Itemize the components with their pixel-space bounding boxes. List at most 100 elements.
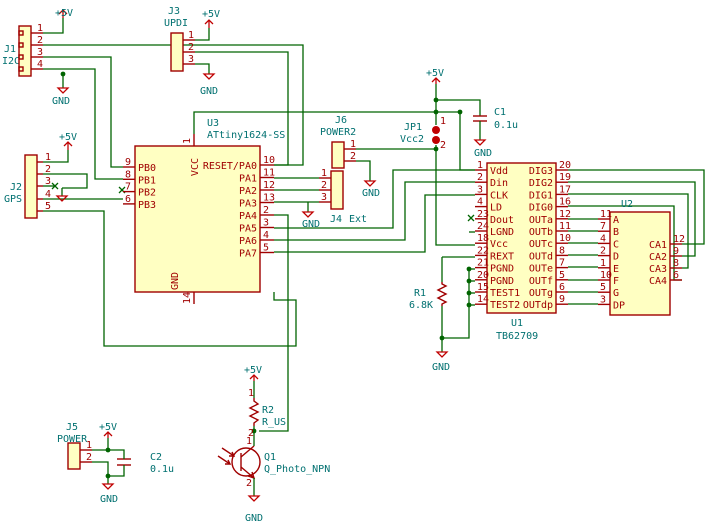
u1-left-pin-num-4: 23: [477, 209, 489, 220]
u3-left-pin-num-2: 7: [125, 182, 131, 193]
u1-left-pin-label-11: TEST2: [490, 300, 520, 311]
u1-right-pin-num-9: 5: [559, 270, 565, 281]
u1-left-pin-label-6: Vcc: [490, 239, 508, 250]
svg-text:+5V: +5V: [55, 8, 73, 19]
capacitor-c1: C1 0.1u: [473, 107, 518, 131]
u1-right-pin-label-10: OUTg: [529, 288, 553, 299]
u1-right-pin-label-1: DIG2: [529, 178, 553, 189]
u1-left-pin-num-8: 21: [477, 258, 489, 269]
gnd-symbol-j3: GND: [200, 73, 218, 97]
svg-text:J3: J3: [168, 6, 180, 17]
u1-left-pin-num-5: 24: [477, 221, 489, 232]
u3-right-pin-num-7: 5: [263, 243, 269, 254]
u1-left-pin-label-2: CLK: [490, 190, 508, 201]
u3-right-pin-num-5: 3: [263, 218, 269, 229]
svg-text:6.8K: 6.8K: [409, 300, 433, 311]
power-symbols: +5V +5V +5V +5V +5V +5V GND GND: [52, 8, 492, 524]
svg-text:4: 4: [37, 59, 43, 70]
svg-text:R_US: R_US: [262, 417, 286, 428]
svg-text:ATtiny1624-SS: ATtiny1624-SS: [207, 130, 285, 141]
u3-right-pin-label-1: PA1: [239, 174, 257, 185]
u2-left-pin-label-5: F: [613, 276, 619, 287]
u2-left-pin-num-5: 10: [600, 270, 612, 281]
u3-body: [134, 145, 261, 293]
u1-right-pin-num-0: 20: [559, 160, 571, 171]
ic-u3: U3 ATtiny1624-SS VCC 1 GND 14 9PB08PB17P…: [123, 118, 285, 304]
connector-j6: J6 POWER2 1 2: [320, 115, 356, 169]
svg-text:TB62709: TB62709: [496, 331, 538, 342]
u1-left-pin-num-11: 14: [477, 294, 489, 305]
svg-text:14: 14: [182, 292, 193, 304]
u1-right-pin-label-11: OUTdp: [523, 300, 553, 311]
u3-left-pin-num-3: 6: [125, 194, 131, 205]
u1-body: [486, 162, 557, 314]
vcc-symbol-u1: +5V: [426, 68, 444, 84]
u2-left-pin-num-3: 2: [600, 246, 606, 257]
u1-right-pin-num-6: 10: [559, 233, 571, 244]
u1-right-pin-label-0: DIG3: [529, 166, 553, 177]
svg-text:2: 2: [45, 164, 51, 175]
svg-text:+5V: +5V: [202, 9, 220, 20]
u2-left-pin-label-1: B: [613, 227, 619, 238]
svg-text:GND: GND: [170, 272, 181, 290]
u3-right-pin-num-4: 2: [263, 205, 269, 216]
u3-left-pin-num-1: 8: [125, 169, 131, 180]
vcc-symbol-j1: +5V: [55, 8, 73, 19]
svg-text:2: 2: [86, 452, 92, 463]
svg-text:I2C: I2C: [2, 56, 20, 67]
u1-left-pin-label-5: LGND: [490, 227, 514, 238]
u3-right-pin-num-0: 10: [263, 155, 275, 166]
gnd-symbol-j5: GND: [100, 483, 118, 505]
u2-left-pin-label-0: A: [613, 215, 619, 226]
resistor-r1: R1 6.8K: [409, 282, 448, 311]
u1-right-pin-num-2: 17: [559, 184, 571, 195]
u3-right-pin-label-6: PA6: [239, 236, 257, 247]
connector-j5: J5 POWER 1 2: [57, 422, 92, 470]
u2-right-pin-num-1: 9: [673, 246, 679, 257]
u1-right-pin-label-7: OUTd: [529, 251, 553, 262]
u2-left-pin-num-4: 1: [600, 258, 606, 269]
u2-left-pin-label-3: D: [613, 252, 619, 263]
u1-right-pin-label-2: DIG1: [529, 190, 553, 201]
u2-right-pin-label-2: CA3: [649, 264, 667, 275]
u3-left-pin-num-0: 9: [125, 157, 131, 168]
vcc-symbol-r2: +5V: [244, 365, 262, 381]
svg-text:1: 1: [248, 388, 254, 399]
svg-text:3: 3: [321, 192, 327, 203]
svg-text:C2: C2: [150, 452, 162, 463]
u2-right-pin-label-3: CA4: [649, 276, 667, 287]
svg-text:Vcc2: Vcc2: [400, 134, 424, 145]
svg-text:1: 1: [45, 152, 51, 163]
svg-text:R2: R2: [262, 405, 274, 416]
gnd-symbol-j1: GND: [52, 87, 70, 107]
svg-text:2: 2: [246, 478, 252, 489]
gnd-symbol-u1: GND: [432, 351, 450, 373]
u1-left-pin-num-7: 22: [477, 245, 489, 256]
u1-right-pin-label-8: OUTe: [529, 264, 553, 275]
svg-text:U3: U3: [207, 118, 219, 129]
ic-u1: 1Vdd2Din3CLK4LD23Dout24LGND18Vcc22REXT21…: [475, 160, 571, 342]
junctions: [60, 71, 472, 479]
svg-text:Ext: Ext: [349, 214, 367, 225]
u1-left-pin-num-10: 15: [477, 282, 489, 293]
u2-right-pin-num-3: 6: [673, 270, 679, 281]
svg-text:GND: GND: [432, 362, 450, 373]
u1-left-pins: 1Vdd2Din3CLK4LD23Dout24LGND18Vcc22REXT21…: [475, 160, 520, 311]
u3-left-pin-label-3: PB3: [138, 200, 156, 211]
svg-text:1: 1: [321, 168, 327, 179]
u2-left-pin-label-6: G: [613, 288, 619, 299]
u1-left-pin-label-8: PGND: [490, 264, 514, 275]
u2-body: [609, 211, 671, 316]
u1-left-pin-label-9: PGND: [490, 276, 514, 287]
u2-left-pin-num-1: 7: [600, 221, 606, 232]
gnd-symbol-j2: [55, 195, 69, 202]
svg-text:GND: GND: [302, 219, 320, 230]
u3-left-pin-label-0: PB0: [138, 163, 156, 174]
u1-right-pin-label-9: OUTf: [529, 276, 553, 287]
svg-text:2: 2: [248, 428, 254, 439]
svg-text:Q_Photo_NPN: Q_Photo_NPN: [264, 464, 330, 475]
svg-text:2: 2: [188, 42, 194, 53]
